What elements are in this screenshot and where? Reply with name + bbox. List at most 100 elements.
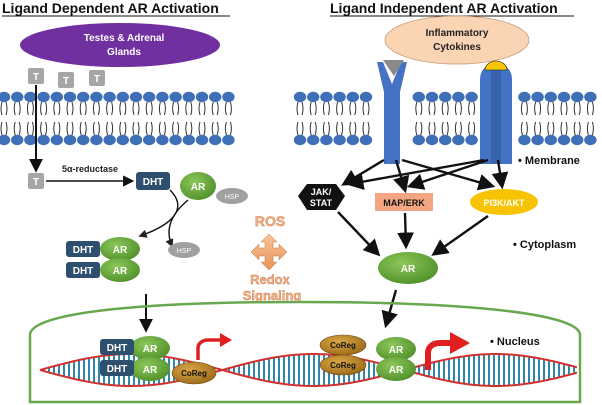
lipid-tail [547, 101, 550, 116]
lipid-tail [216, 121, 219, 136]
right-translocation-arrow [381, 289, 398, 329]
lipid-tail [97, 121, 100, 136]
lipid-head [571, 134, 584, 146]
lipid-tail [177, 121, 180, 136]
testosterone-box: T [89, 70, 105, 86]
lipid-tail [119, 101, 122, 116]
lipid-tail [145, 121, 148, 136]
lipid-head [11, 134, 24, 146]
lipid-head [465, 134, 478, 146]
svg-text:AR: AR [143, 344, 158, 355]
lipid-tail [111, 121, 114, 136]
svg-text:HSP: HSP [177, 248, 192, 255]
lipid-tail [137, 101, 140, 116]
lipid-tail [71, 121, 74, 136]
lipid-tail [106, 121, 109, 136]
cytokine-receptor-left [377, 60, 407, 164]
lipid-tail [309, 121, 312, 136]
lipid-tail [520, 121, 523, 136]
lipid-tail [362, 121, 365, 136]
lipid-tail [18, 121, 21, 136]
dht-box: DHT [136, 172, 170, 190]
lipid-tail [145, 101, 148, 116]
lipid-head [169, 134, 182, 146]
dna-strand [39, 353, 578, 387]
lipid-tail [172, 101, 175, 116]
cytokine-receptor-right [480, 60, 512, 164]
lipid-tail [560, 101, 563, 116]
testosterone-box-cytoplasm: T [28, 173, 44, 189]
lipid-head [412, 134, 425, 146]
lipid-head [0, 134, 11, 146]
lipid-tail [211, 101, 214, 116]
dht-ar-dimer: AR AR DHT DHT [66, 237, 140, 282]
svg-text:DHT: DHT [143, 177, 164, 188]
nuclear-coreg-ar-complex: AR AR CoReg CoReg [319, 334, 416, 381]
lipid-tail [132, 101, 135, 116]
lipid-tail [565, 101, 568, 116]
lipid-head [116, 91, 129, 103]
lipid-tail [296, 101, 299, 116]
lipid-tail [137, 121, 140, 136]
lipid-tail [150, 101, 153, 116]
lipid-tail [341, 121, 344, 136]
ar-hsp-complex: AR HSP [180, 172, 248, 204]
lipid-tail [573, 121, 576, 136]
nuclear-dht-ar-complex: AR AR DHT DHT CoReg [100, 336, 217, 385]
lipid-tail [362, 101, 365, 116]
lipid-tail [573, 101, 576, 116]
svg-text:AR: AR [191, 182, 206, 193]
lipid-head [439, 134, 452, 146]
testosterone-box: T [28, 68, 44, 84]
svg-text:AR: AR [113, 266, 128, 277]
lipid-tail [66, 101, 69, 116]
transcription-arrowhead-left [220, 333, 232, 347]
lipid-tail [433, 121, 436, 136]
lipid-tail [520, 101, 523, 116]
cytoplasmic-ar: AR [378, 252, 438, 284]
redox-label-line2: Signaling [243, 288, 302, 303]
lipid-head [452, 134, 465, 146]
lipid-head [103, 91, 116, 103]
lipid-head [571, 91, 584, 103]
lipid-tail [124, 121, 127, 136]
svg-text:PI3K/AKT: PI3K/AKT [483, 198, 525, 208]
svg-text:JAK/: JAK/ [311, 187, 332, 197]
lipid-tail [534, 121, 537, 136]
lipid-tail [0, 121, 3, 136]
lipid-head [307, 91, 320, 103]
nucleus-envelope [28, 300, 582, 404]
lipid-head [557, 134, 571, 146]
lipid-tail [58, 121, 61, 136]
map-erk-node: MAP/ERK [375, 193, 433, 211]
lipid-tail [314, 121, 317, 136]
lipid-tail [18, 101, 21, 116]
lipid-head [63, 91, 77, 103]
lipid-tail [13, 101, 16, 116]
lipid-tail [349, 101, 352, 116]
lipid-tail [224, 101, 227, 116]
svg-text:DHT: DHT [107, 343, 128, 354]
lipid-tail [454, 101, 457, 116]
lipid-tail [158, 101, 161, 116]
transcription-arrow-left [196, 338, 220, 360]
lipid-tail [525, 101, 528, 116]
lipid-head [293, 134, 307, 146]
lipid-head [425, 134, 439, 146]
lipid-tail [198, 101, 201, 116]
lipid-tail [578, 101, 581, 116]
lipid-head [557, 91, 571, 103]
lipid-tail [45, 101, 48, 116]
lipid-tail [124, 101, 127, 116]
lipid-tail [13, 121, 16, 136]
transcription-arrow-right [425, 340, 452, 370]
lipid-tail [354, 121, 357, 136]
lipid-tail [190, 121, 193, 136]
lipid-head [307, 134, 320, 146]
glands-label-line2: Glands [107, 47, 141, 58]
lipid-tail [591, 121, 594, 136]
lipid-head [116, 134, 129, 146]
lipid-tail [40, 121, 43, 136]
redox-label-line1: Redox [250, 272, 291, 287]
